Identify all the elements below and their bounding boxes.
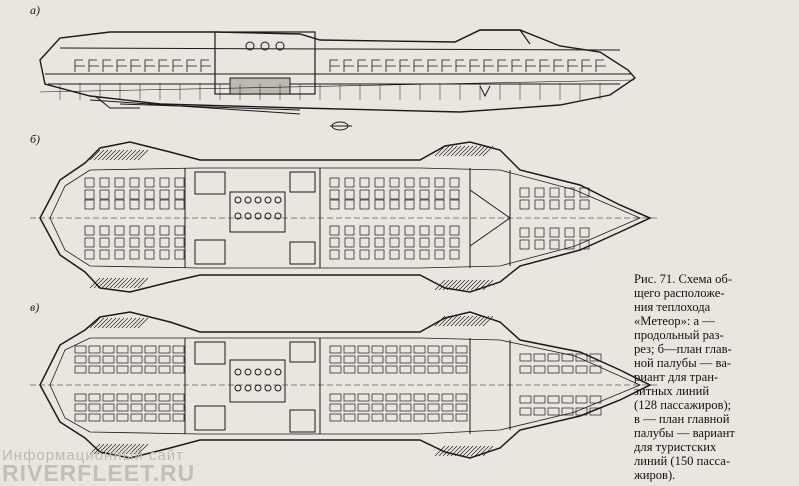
caption-line: ния теплохода [634, 300, 711, 314]
watermark-subtitle: Информационный сайт [2, 447, 185, 464]
caption-line: линий (150 пасса- [634, 454, 731, 468]
deck-plan-transit [30, 141, 660, 293]
view-label-v: в) [30, 300, 40, 314]
caption-line: «Метеор»: а — [634, 314, 715, 328]
caption-line: Рис. 71. Схема об- [634, 272, 733, 286]
caption-line: зитных линий [634, 384, 710, 398]
caption-line: (128 пассажиров); [634, 398, 732, 412]
view-label-a: а) [30, 3, 40, 17]
view-label-b: б) [30, 132, 41, 146]
caption-line: риант для тран- [634, 370, 719, 384]
caption-line: продольный раз- [634, 328, 724, 342]
watermark-title: RIVERFLEET.RU [2, 460, 196, 486]
caption-line: рез; б—план глав- [634, 342, 732, 356]
deck-plan-tourist [30, 311, 660, 459]
caption-line: жиров). [634, 468, 676, 482]
longitudinal-section [39, 29, 637, 131]
figure-caption: Рис. 71. Схема об-щего расположе-ния теп… [634, 272, 794, 482]
caption-line: палубы — вариант [634, 426, 735, 440]
caption-line: для туристских [634, 440, 717, 454]
caption-line: в — план главной [634, 412, 730, 426]
caption-line: щего расположе- [634, 286, 725, 300]
caption-line: ной палубы — ва- [634, 356, 732, 370]
